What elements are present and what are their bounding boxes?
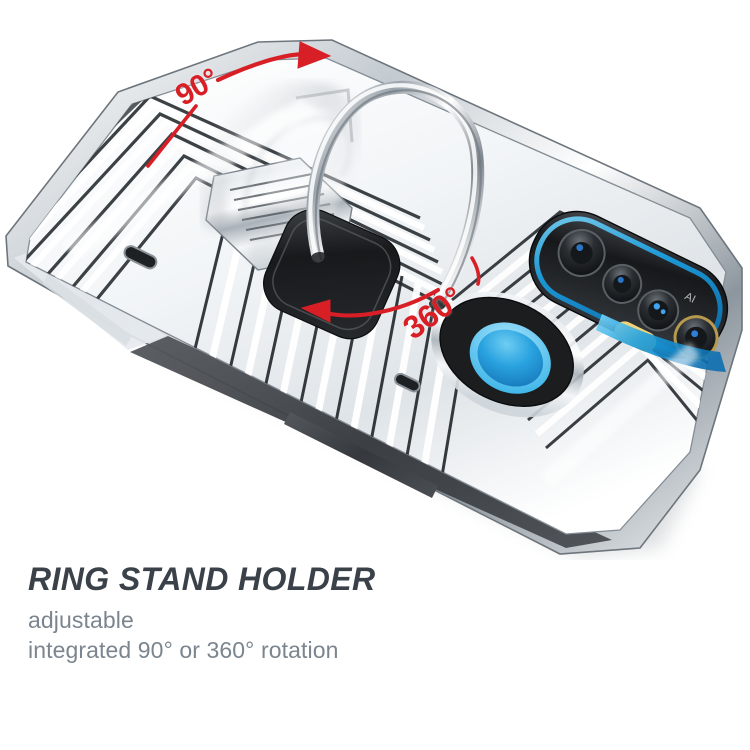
leader-line-90 bbox=[146, 104, 198, 168]
sensor-disc bbox=[431, 291, 584, 418]
side-rubber-strip bbox=[284, 412, 438, 498]
leader-line-360 bbox=[470, 256, 481, 286]
arrow-head-360 bbox=[300, 299, 331, 323]
arrow-head-90 bbox=[297, 41, 332, 69]
cutouts bbox=[42, 245, 438, 498]
ring-stand-base bbox=[263, 209, 401, 340]
specular-highlights bbox=[60, 98, 700, 488]
headline: RING STAND HOLDER bbox=[28, 561, 376, 597]
camera-label: AI bbox=[683, 290, 698, 305]
product-photo: AI bbox=[5, 39, 743, 556]
phone-case-illustration: AI bbox=[5, 39, 743, 556]
subtitle-line-1: adjustable bbox=[28, 606, 134, 633]
annotation-arrows bbox=[146, 41, 481, 323]
caption-block: RING STAND HOLDER adjustable integrated … bbox=[28, 562, 718, 665]
subtitle-line-2: integrated 90° or 360° rotation bbox=[28, 636, 339, 663]
ring-stand-ring[interactable] bbox=[306, 80, 485, 310]
arrow-360 bbox=[324, 288, 440, 318]
